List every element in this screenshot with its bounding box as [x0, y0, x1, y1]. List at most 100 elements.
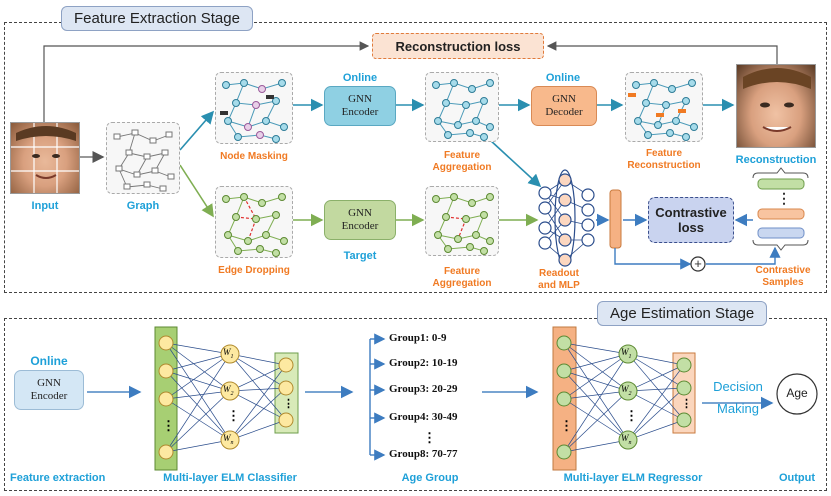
input-face-image [10, 122, 80, 194]
reconstructed-face-sketch [743, 68, 811, 132]
rw2-sub: 2 [628, 390, 632, 397]
regressor-output-dots: ⋮ [681, 398, 692, 410]
readout-line1: Readout [539, 268, 579, 279]
age-output-label: Age [786, 386, 808, 400]
feature-aggregation-bottom-line1: Feature [443, 266, 481, 277]
regressor-w2-label: W2 [621, 384, 632, 397]
rw1-sub: 1 [628, 353, 632, 360]
aggregation-to-readout-arrow [489, 139, 542, 188]
contrastive-samples-label: Contrastive Samples [750, 265, 816, 289]
graph-thumbnail [106, 122, 180, 194]
decoder-line1: GNN [552, 93, 576, 105]
graph-to-dropping-arrow [179, 164, 214, 218]
age-circle [776, 373, 818, 415]
input-label: Input [31, 200, 59, 212]
dropped-edge-graph-sketch [222, 193, 288, 257]
classifier-wn-label: Wn [223, 433, 234, 446]
bottom-encoder-line2: Encoder [30, 390, 68, 402]
samples-bottom-brace [752, 239, 809, 251]
regressor-network [552, 326, 696, 471]
edge-dropping-label: Edge Dropping [218, 265, 290, 276]
samples-ellipsis: ⋮ [777, 190, 791, 206]
plus-circle [690, 256, 706, 272]
edge-dropping-thumbnail [215, 186, 293, 258]
node-masking-label: Node Masking [220, 151, 288, 162]
bottom-online-label: Online [30, 354, 68, 368]
feature-aggregation-label-bottom: Feature Aggregation [420, 266, 504, 290]
graph-label: Graph [126, 200, 160, 212]
feature-reconstruction-thumbnail [625, 72, 703, 142]
classifier-w2-label: W2 [223, 384, 234, 397]
sample-blue [757, 227, 805, 239]
w2-text: W [223, 384, 231, 394]
contrastive-loss-line1: Contrastive [655, 205, 727, 220]
classifier-label: Multi-layer ELM Classifier [163, 472, 297, 484]
feature-aggregation-bottom-line2: Aggregation [432, 278, 492, 289]
group-item-8: Group8: 70-77 [389, 448, 458, 460]
feature-reconstruction-line1: Feature [645, 148, 683, 159]
w2-sub: 2 [230, 390, 234, 397]
feature-extraction-stage-title: Feature Extraction Stage [61, 6, 253, 31]
classifier-output-dots: ⋮ [283, 398, 294, 410]
online-encoder-line1: GNN [348, 93, 372, 105]
rwn-text: W [621, 433, 629, 443]
classifier-w1-label: W1 [223, 347, 234, 360]
readout-mlp-network [538, 169, 595, 267]
feature-aggregation-top-line1: Feature [443, 150, 481, 161]
online-encoder-line2: Encoder [341, 106, 379, 118]
rw2-text: W [621, 384, 629, 394]
decision-line1: Decision [713, 379, 763, 394]
feature-extraction-stage-box [4, 22, 827, 293]
wn-sub: n [230, 439, 234, 446]
regressor-wn-label: Wn [621, 433, 632, 446]
group-item-4: Group4: 30-49 [389, 411, 458, 423]
readout-mlp-label: Readout and MLP [532, 268, 586, 292]
contrastive-samples-line1: Contrastive [755, 265, 811, 276]
classifier-input-dots: ⋮ [162, 418, 175, 433]
feature-aggregation-top-line2: Aggregation [432, 162, 492, 173]
sample-orange [757, 208, 805, 220]
online-label-2: Online [545, 72, 581, 84]
reconstructed-graph-sketch [628, 79, 698, 141]
contrastive-loss-line2: loss [677, 220, 704, 235]
feature-extraction-label: Feature extraction [10, 472, 106, 484]
output-label: Output [778, 472, 816, 484]
age-group-label: Age Group [401, 472, 459, 484]
readout-line2: and MLP [538, 280, 580, 291]
decoder-line2: Decoder [545, 106, 583, 118]
group-bracket [369, 333, 386, 461]
feature-aggregation-thumbnail-top [425, 72, 499, 142]
reconstructed-face-image [736, 64, 816, 148]
feature-reconstruction-line2: Reconstruction [627, 160, 701, 171]
rwn-sub: n [628, 439, 632, 446]
regressor-input-dots: ⋮ [560, 418, 573, 433]
feature-aggregation-label-top: Feature Aggregation [420, 150, 504, 174]
classifier-network [154, 326, 299, 471]
graph-sketch [113, 129, 175, 192]
sample-green [757, 178, 805, 190]
feature-aggregation-thumbnail-bottom [425, 186, 499, 256]
decision-line2: Making [717, 401, 759, 416]
decision-making-label: Decision Making [706, 376, 770, 420]
age-estimation-stage-box [4, 318, 827, 491]
regressor-label: Multi-layer ELM Regressor [563, 472, 703, 484]
regressor-hidden-dots: ⋮ [625, 408, 638, 423]
reconstruction-loss-connectors [43, 41, 778, 122]
target-label: Target [343, 250, 377, 262]
rw1-text: W [621, 347, 629, 357]
group-item-1: Group1: 0-9 [389, 332, 447, 344]
masked-graph-sketch [220, 79, 288, 143]
aggregated-graph-sketch-top [432, 79, 494, 141]
w1-text: W [223, 347, 231, 357]
group-item-3: Group3: 20-29 [389, 383, 458, 395]
feature-reconstruction-label: Feature Reconstruction [619, 148, 709, 172]
regressor-w1-label: W1 [621, 347, 632, 360]
plus-to-samples-arrow [706, 246, 781, 265]
online-label-1: Online [342, 72, 378, 84]
